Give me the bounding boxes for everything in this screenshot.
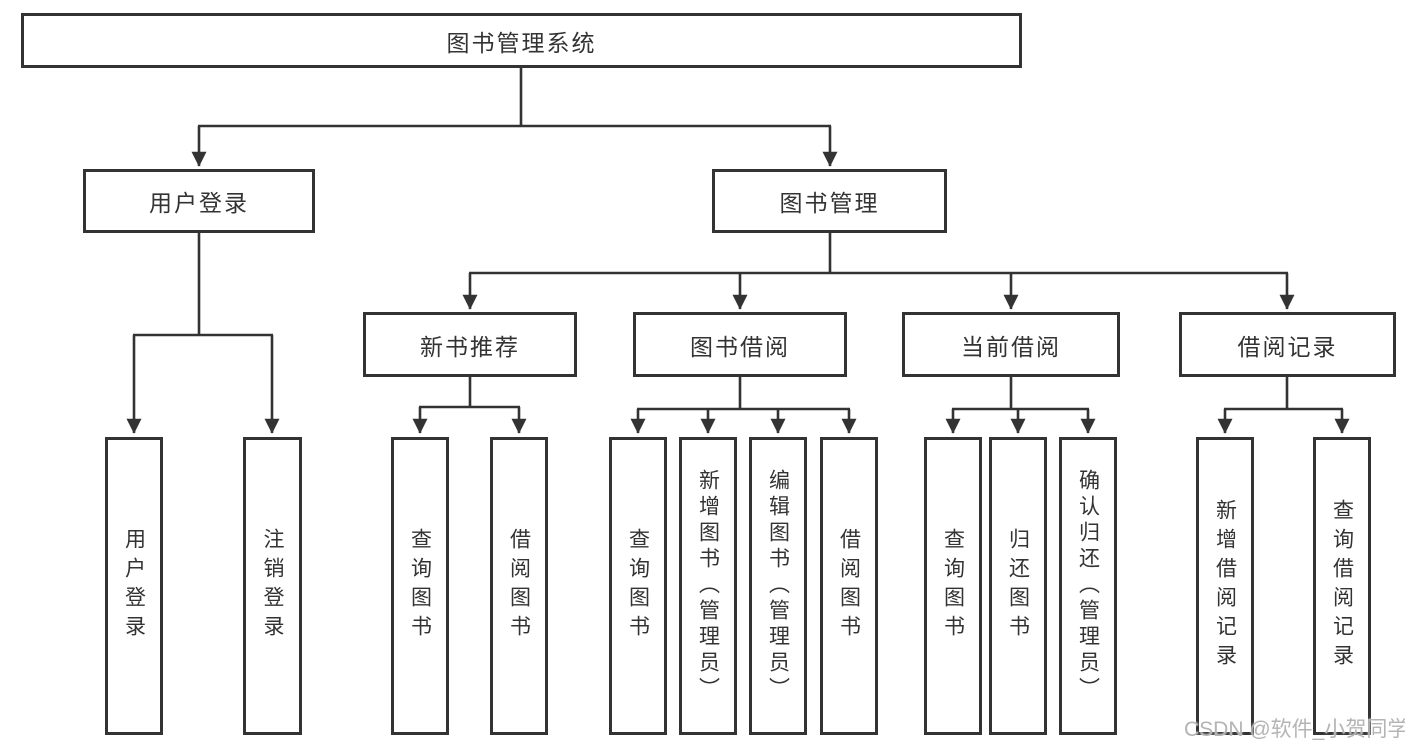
leaf-add-borrow-record-label: 新增借阅记录	[1213, 499, 1237, 673]
leaf-borrow-query-books-label: 查询图书	[626, 528, 650, 644]
leaf-return-books-label: 归还图书	[1006, 528, 1030, 644]
leaf-newbook-query-books: 查询图书	[391, 437, 449, 735]
node-current-borrow: 当前借阅	[902, 312, 1120, 377]
leaf-return-books: 归还图书	[989, 437, 1047, 735]
leaf-confirm-return-admin: 确认归还（管理员）	[1059, 437, 1117, 735]
leaf-edit-books-admin-label: 编辑图书（管理员）	[766, 469, 790, 703]
leaf-user-login: 用户登录	[105, 437, 163, 735]
leaf-query-borrow-record: 查询借阅记录	[1313, 437, 1371, 735]
node-borrow-records-label: 借阅记录	[1237, 333, 1338, 360]
leaf-confirm-return-admin-label: 确认归还（管理员）	[1076, 469, 1100, 703]
node-borrow-records: 借阅记录	[1179, 312, 1396, 377]
leaf-add-borrow-record: 新增借阅记录	[1196, 437, 1254, 735]
node-book-borrow: 图书借阅	[633, 312, 847, 377]
node-book-borrow-label: 图书借阅	[690, 333, 790, 360]
leaf-newbook-borrow-books-label: 借阅图书	[507, 528, 531, 644]
edges-bookborrow-to-leaves	[630, 377, 857, 434]
node-root-label: 图书管理系统	[446, 29, 597, 56]
node-book-management-label: 图书管理	[779, 190, 880, 216]
leaf-current-query-books: 查询图书	[924, 437, 982, 735]
leaf-borrow-books: 借阅图书	[820, 437, 878, 735]
node-user-login: 用户登录	[83, 169, 315, 233]
leaf-add-books-admin: 新增图书（管理员）	[679, 437, 737, 735]
node-new-book-recommend-label: 新书推荐	[420, 333, 520, 360]
edges-newbook-to-leaves	[412, 377, 527, 434]
leaf-borrow-query-books: 查询图书	[609, 437, 667, 735]
edges-userlogin-to-leaves	[126, 233, 280, 434]
node-user-login-label: 用户登录	[149, 190, 249, 216]
edges-root-to-level2	[191, 68, 838, 167]
node-book-management: 图书管理	[712, 169, 947, 233]
leaf-newbook-query-books-label: 查询图书	[408, 528, 432, 644]
leaf-logout: 注销登录	[243, 437, 302, 735]
node-new-book-recommend: 新书推荐	[363, 312, 577, 377]
leaf-add-books-admin-label: 新增图书（管理员）	[696, 469, 720, 703]
edges-records-to-leaves	[1217, 377, 1350, 434]
leaf-user-login-label: 用户登录	[122, 528, 146, 644]
edges-bookmgmt-to-level3	[462, 233, 1295, 310]
leaf-edit-books-admin: 编辑图书（管理员）	[749, 437, 807, 735]
leaf-logout-label: 注销登录	[261, 528, 284, 644]
leaf-query-borrow-record-label: 查询借阅记录	[1330, 499, 1354, 673]
leaf-newbook-borrow-books: 借阅图书	[490, 437, 548, 735]
node-current-borrow-label: 当前借阅	[961, 333, 1061, 360]
edges-currentborrow-to-leaves	[945, 377, 1096, 434]
csdn-watermark: CSDN @软件_小贺同学	[1184, 718, 1405, 741]
leaf-current-query-books-label: 查询图书	[941, 528, 965, 644]
leaf-borrow-books-label: 借阅图书	[837, 528, 861, 644]
node-root: 图书管理系统	[21, 13, 1022, 68]
